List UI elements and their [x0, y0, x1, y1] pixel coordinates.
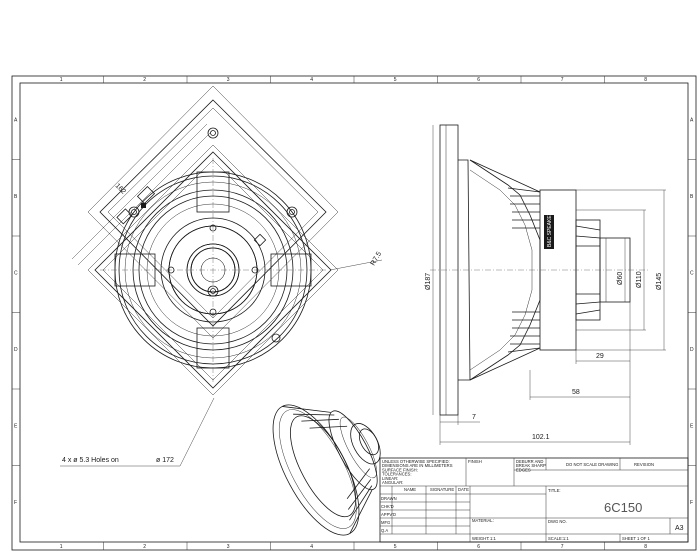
- signature-row-label: MFG: [381, 520, 390, 525]
- grid-row-label: C: [14, 270, 18, 276]
- tolerance-notes: UNLESS OTHERWISE SPECIFIED:DIMENSIONS AR…: [382, 459, 453, 485]
- grid-col-label: 8: [644, 77, 647, 83]
- side-dimensions: Ø187 Ø60 Ø110 Ø145 29 58 7 102.1: [425, 125, 666, 445]
- weight-value: 1:1: [490, 536, 496, 541]
- grid-row-label: F: [690, 500, 693, 506]
- grid-row-label: E: [14, 423, 18, 429]
- grid-col-label: 3: [227, 77, 230, 83]
- grid-col-label: 4: [310, 77, 313, 83]
- signature-row-label: APPV'D: [381, 512, 396, 517]
- deburr-line: BREAK SHARP: [516, 463, 546, 468]
- terminals: [116, 185, 281, 343]
- dim-hole-circle: ø 172: [156, 457, 174, 464]
- grid-col-label: 7: [561, 544, 564, 550]
- grid-col-label: 3: [227, 544, 230, 550]
- mounting-hole: [131, 209, 137, 215]
- signature-row-label: CHK'D: [381, 504, 394, 509]
- note-line: UNLESS OTHERWISE SPECIFIED:: [382, 459, 450, 464]
- grid-col-label: 5: [394, 544, 397, 550]
- deburr-line: DEBURR AND: [516, 459, 543, 464]
- scale: SCALE:1:1: [548, 536, 569, 541]
- grid-row-labels: A A B B C C D D E E F F: [12, 117, 696, 506]
- grid-col-label: 7: [561, 77, 564, 83]
- revision-label: REVISION: [634, 462, 654, 467]
- drawing-title: 6C150: [604, 500, 642, 515]
- mounting-hole: [210, 130, 216, 136]
- material-label: MATERIAL:: [472, 518, 494, 523]
- grid-col-label: 8: [644, 544, 647, 550]
- deburr-line: EDGES: [516, 467, 531, 472]
- dim-holes: 4 x ø 5.3 Holes on: [62, 457, 119, 464]
- signature-columns: NAME SIGNATURE DATE: [404, 487, 469, 492]
- grid-col-label: 2: [143, 544, 146, 550]
- grid-column-labels: 1 1 2 2 3 3 4 4 5 5 6 6 7 7 8 8: [60, 76, 647, 550]
- do-not-scale: DO NOT SCALE DRAWING: [566, 462, 618, 467]
- signature-column-label: DATE: [458, 487, 469, 492]
- grid-col-label: 2: [143, 77, 146, 83]
- sheet-number: SHEET 1 OF 1: [622, 536, 651, 541]
- grid-row-label: F: [14, 500, 17, 506]
- note-line: ANGULAR:: [382, 480, 403, 485]
- note-line: SURFACE FINISH:: [382, 467, 418, 472]
- dim-magnet-depth: 58: [572, 389, 580, 396]
- inner-frame: [19, 82, 689, 543]
- sheet-size: A3: [675, 525, 684, 532]
- finish-label: FINISH: [468, 459, 482, 464]
- dim-pole-depth: 29: [596, 353, 604, 360]
- dim-radius: R7.5: [370, 251, 384, 267]
- grid-col-label: 5: [394, 77, 397, 83]
- mounting-hole: [289, 209, 295, 215]
- signature-row-label: DRAWN: [381, 496, 397, 501]
- signature-column-label: NAME: [404, 487, 416, 492]
- note-line: DIMENSIONS ARE IN MILLIMETERS: [382, 463, 453, 468]
- grid-row-label: A: [690, 117, 694, 123]
- title-block: UNLESS OTHERWISE SPECIFIED:DIMENSIONS AR…: [379, 457, 689, 543]
- note-line: TOLERANCES:: [382, 472, 411, 477]
- isometric-view: [272, 404, 381, 536]
- side-view: B&C SPEAKERS: [430, 124, 650, 416]
- grid-row-label: E: [690, 423, 694, 429]
- dim-flange: 7: [472, 414, 476, 421]
- grid-row-label: A: [14, 117, 18, 123]
- outer-frame: [11, 75, 697, 551]
- rear-fins: [575, 225, 601, 315]
- dim-depth: 102.1: [532, 434, 550, 441]
- grid-row-label: B: [14, 194, 18, 200]
- grid-row-label: D: [14, 347, 18, 353]
- signature-column-label: SIGNATURE: [430, 487, 454, 492]
- square-guide-outer: [87, 144, 339, 396]
- cooling-fins: [507, 187, 541, 353]
- dim-square: 162: [114, 182, 127, 195]
- grid-col-label: 6: [477, 77, 480, 83]
- grid-col-label: 1: [60, 77, 63, 83]
- grid-col-label: 4: [310, 544, 313, 550]
- grid-row-label: D: [690, 347, 694, 353]
- note-line: LINEAR:: [382, 476, 398, 481]
- dim-d145: Ø145: [656, 273, 663, 290]
- grid-col-label: 6: [477, 544, 480, 550]
- signature-row-label: Q.A: [381, 528, 388, 533]
- basket-square: [94, 151, 332, 389]
- signature-rows: DRAWN CHK'D APPV'D MFG Q.A: [381, 496, 397, 533]
- grid-col-label: 1: [60, 544, 63, 550]
- mounting-hole: [207, 127, 219, 139]
- dim-d110: Ø110: [636, 271, 643, 288]
- dwg-label: DWG NO.: [548, 519, 567, 524]
- grid-row-label: B: [690, 194, 694, 200]
- grid-row-label: C: [690, 270, 694, 276]
- magnet-label: B&C SPEAKERS: [547, 208, 553, 247]
- title-label: TITLE:: [548, 488, 561, 493]
- dim-d60: Ø60: [617, 272, 624, 285]
- dim-overall-diameter: Ø187: [425, 273, 432, 290]
- weight-label: WEIGHT:: [472, 536, 489, 541]
